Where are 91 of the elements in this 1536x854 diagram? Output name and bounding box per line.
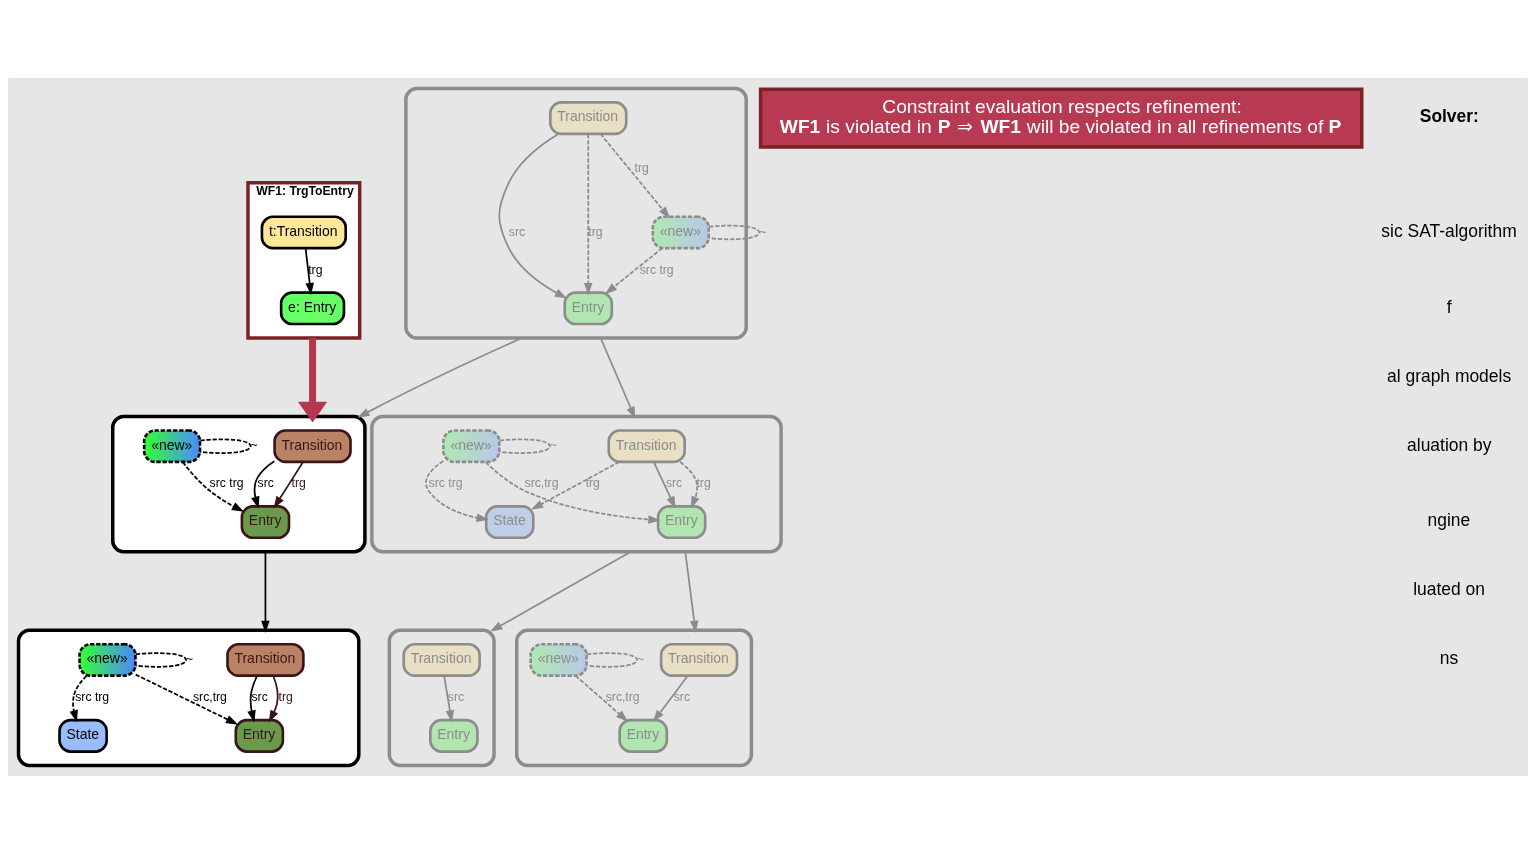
edge-label: trg xyxy=(634,161,649,176)
node-box: Entry xyxy=(429,718,479,753)
cluster xyxy=(16,628,361,768)
arrow xyxy=(273,461,304,509)
arrow xyxy=(247,675,258,723)
edge-label: src,trg xyxy=(193,690,227,705)
node-box: State xyxy=(58,718,108,753)
edge-label: src xyxy=(508,224,526,239)
label: Solver: xyxy=(1419,105,1479,126)
cluster xyxy=(387,628,496,768)
connector xyxy=(134,652,187,668)
arrow xyxy=(484,461,661,524)
edge-label: src xyxy=(673,690,691,705)
arrow xyxy=(304,247,314,296)
node-box: «new» xyxy=(442,429,501,464)
arrow xyxy=(425,460,489,522)
arrow xyxy=(652,461,676,509)
cluster xyxy=(111,414,367,554)
edge-label: src xyxy=(251,690,268,705)
node-box: «new» xyxy=(529,642,588,677)
arrow xyxy=(684,550,699,633)
node-box: «new» xyxy=(142,429,202,464)
edge-label: src trg xyxy=(639,262,674,277)
arrow xyxy=(583,133,593,296)
edge-label: ~ xyxy=(759,224,767,239)
label: luated on xyxy=(1413,579,1485,600)
edge-label: src,trg xyxy=(524,476,559,491)
edge-label: src,trg xyxy=(605,690,640,705)
connector xyxy=(498,438,551,454)
node-box: Transition xyxy=(226,642,305,677)
arrow xyxy=(679,461,700,509)
label: aluation by xyxy=(1407,434,1492,455)
edge-label: trg xyxy=(278,690,293,705)
edge-label: src trg xyxy=(428,476,463,491)
arrow xyxy=(604,247,663,295)
arrow xyxy=(599,337,636,419)
node-box: «new» xyxy=(78,642,137,677)
edge-label: ~ xyxy=(186,652,194,667)
arrow xyxy=(297,338,328,423)
node-box: Entry xyxy=(618,718,669,753)
arrow xyxy=(531,461,620,510)
node-box: t:Transition xyxy=(260,215,347,250)
node-box: State xyxy=(484,505,535,540)
edge-label: trg xyxy=(696,476,711,491)
arrow xyxy=(251,460,276,509)
label: ngine xyxy=(1427,510,1471,531)
node-box: Transition xyxy=(549,101,628,136)
edge-label: src xyxy=(665,476,683,491)
label: f xyxy=(1446,296,1452,317)
node-box: Transition xyxy=(659,642,739,677)
edge-label: src xyxy=(447,690,465,705)
node-box: Transition xyxy=(273,429,352,464)
edge-label: ~ xyxy=(250,438,258,453)
arrow xyxy=(181,461,245,512)
arrow xyxy=(490,550,632,632)
connector xyxy=(199,438,252,454)
edge-label: ~ xyxy=(549,438,558,453)
node-box: e: Entry xyxy=(279,291,346,326)
edge-label: trg xyxy=(585,476,600,491)
arrow xyxy=(261,550,270,633)
arrow xyxy=(652,674,689,723)
node-box: Transition xyxy=(607,429,686,464)
edge-label: src trg xyxy=(75,690,110,705)
edge-label: trg xyxy=(588,224,603,239)
cluster xyxy=(370,414,783,554)
node-box: Entry xyxy=(240,505,291,540)
node-box: Constraint evaluation respects refinement: WF1 is violated in P ⇒ WF1 will be violated in all refinements of P xyxy=(758,87,1364,149)
node-box: Entry xyxy=(656,505,707,540)
arrow xyxy=(443,674,455,723)
node-box: Entry xyxy=(563,291,614,326)
arrow xyxy=(599,133,671,219)
node-box: Entry xyxy=(234,718,285,753)
arrow xyxy=(268,674,279,723)
arrow xyxy=(69,675,88,723)
label: ns xyxy=(1439,648,1459,669)
edge-label: src trg xyxy=(209,476,244,491)
arrow xyxy=(357,337,523,418)
cluster xyxy=(514,628,754,768)
node-box: Transition xyxy=(402,642,481,677)
edge-label: trg xyxy=(291,476,306,491)
edge-label: src xyxy=(257,476,274,491)
arrow xyxy=(498,133,567,299)
connector xyxy=(585,652,638,668)
arrow xyxy=(134,673,239,725)
arrow xyxy=(574,674,629,722)
connector xyxy=(708,224,761,241)
label: al graph models xyxy=(1387,365,1512,386)
label: sic SAT-algorithm xyxy=(1381,220,1517,241)
edge-label: ~ xyxy=(637,652,645,667)
node-box: «new» xyxy=(651,215,710,250)
cluster xyxy=(404,86,748,340)
